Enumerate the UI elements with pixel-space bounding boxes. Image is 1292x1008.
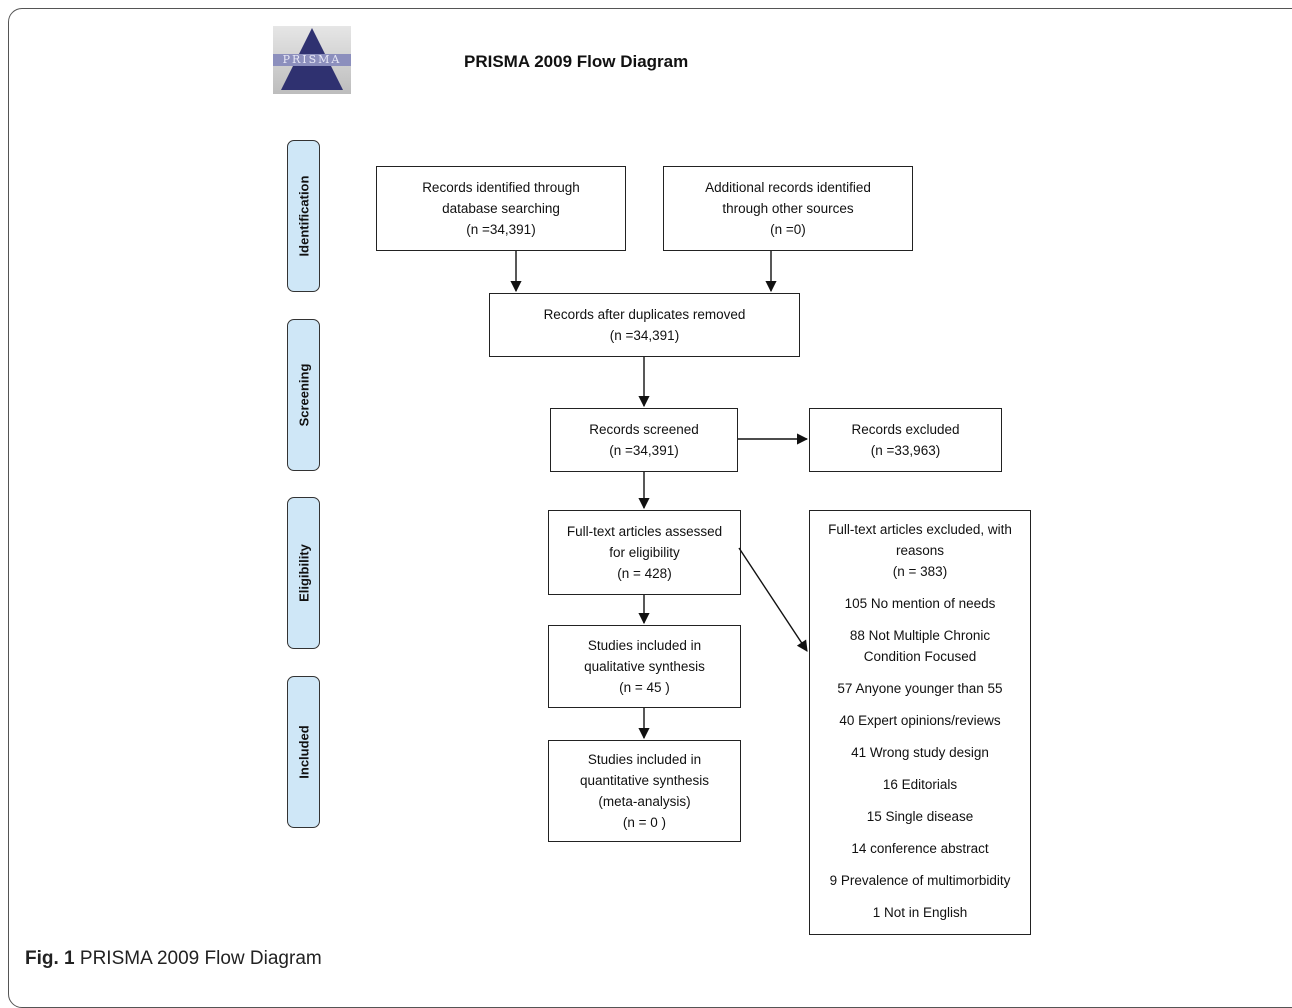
reason-item: 1 Not in English <box>872 905 968 920</box>
caption-label: Fig. 1 <box>25 948 75 969</box>
excluded-header: Full-text articles excluded, with reason… <box>828 522 1012 579</box>
fulltext-excluded-box: Full-text articles excluded, with reason… <box>809 510 1031 935</box>
quantitative-synthesis-box: Studies included in quantitative synthes… <box>548 740 741 842</box>
caption-text: PRISMA 2009 Flow Diagram <box>79 948 322 969</box>
prisma-logo: PRISMA <box>273 26 351 94</box>
reason-item: 40 Expert opinions/reviews <box>839 713 1001 728</box>
reason-item: 105 No mention of needs <box>844 596 996 611</box>
logo-text: PRISMA <box>273 54 351 66</box>
stage-screening: Screening <box>287 319 320 471</box>
reason-item: 16 Editorials <box>882 777 958 792</box>
after-duplicates-box: Records after duplicates removed (n =34,… <box>489 293 800 357</box>
diagram-title: PRISMA 2009 Flow Diagram <box>464 52 689 71</box>
reason-item: 41 Wrong study design <box>851 745 989 760</box>
stage-identification: Identification <box>287 140 320 292</box>
arrow-fulltext-to-excluded <box>738 547 808 652</box>
flow-arrows <box>510 251 809 740</box>
reason-item: 9 Prevalence of multimorbidity <box>829 873 1011 888</box>
stage-eligibility: Eligibility <box>287 497 320 649</box>
stage-included: Included <box>287 676 320 828</box>
qualitative-synthesis-box: Studies included in qualitative synthesi… <box>548 625 741 708</box>
database-records-box: Records identified through database sear… <box>376 166 626 251</box>
records-screened-box: Records screened (n =34,391) <box>550 408 738 472</box>
figure-caption: Fig. 1 PRISMA 2009 Flow Diagram <box>25 948 322 970</box>
other-sources-box: Additional records identified through ot… <box>663 166 913 251</box>
fulltext-assessed-box: Full-text articles assessed for eligibil… <box>548 510 741 595</box>
records-excluded-box: Records excluded (n =33,963) <box>809 408 1002 472</box>
reason-item: 88 Not Multiple Chronic Condition Focuse… <box>849 628 991 664</box>
reason-item: 57 Anyone younger than 55 <box>837 681 1003 696</box>
reason-item: 14 conference abstract <box>851 841 989 856</box>
reason-item: 15 Single disease <box>866 809 974 824</box>
